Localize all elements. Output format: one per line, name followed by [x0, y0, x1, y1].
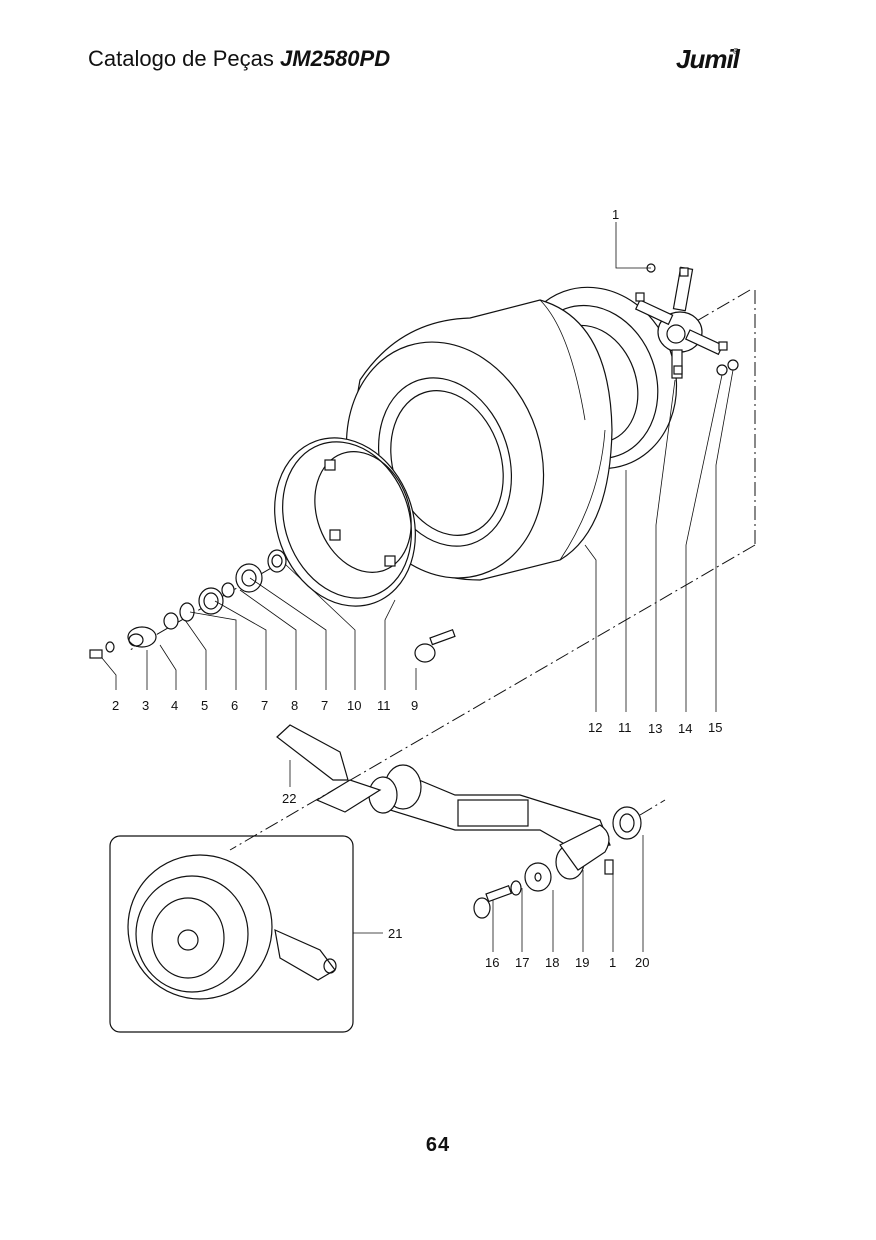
bolt-9 [414, 629, 456, 663]
catalog-label: Catalogo de Peças [88, 46, 274, 71]
catalog-title: Catalogo de Peças JM2580PD [88, 46, 390, 72]
callout-6: 6 [231, 698, 238, 713]
leader-lines [101, 222, 734, 952]
callout-10: 10 [347, 698, 361, 713]
hub-spider [634, 263, 739, 379]
callout-22: 22 [282, 791, 296, 806]
bolt-washers [473, 862, 552, 919]
callout-20: 20 [635, 955, 649, 970]
callout-21: 21 [388, 926, 402, 941]
callout-16: 16 [485, 955, 499, 970]
callout-3: 3 [142, 698, 149, 713]
grease-tube [276, 724, 382, 813]
callout-14: 14 [678, 721, 692, 736]
front-rim [274, 437, 416, 607]
callout-13: 13 [648, 721, 662, 736]
callout-5: 5 [201, 698, 208, 713]
callout-19: 19 [575, 955, 589, 970]
callout-11-right: 11 [618, 720, 632, 735]
callout-17: 17 [515, 955, 529, 970]
callout-15: 15 [708, 720, 722, 735]
page-number: 64 [425, 1134, 451, 1156]
callout-2: 2 [112, 698, 119, 713]
callout-labels: 1 2 3 4 5 6 7 8 7 10 11 9 12 11 13 14 15… [112, 207, 722, 970]
callout-9: 9 [411, 698, 418, 713]
callout-1-bottom: 1 [609, 955, 616, 970]
brand-logo: Jumil® [676, 44, 744, 75]
callout-7a: 7 [261, 698, 268, 713]
brand-reg-mark: ® [732, 47, 739, 56]
callout-1-top: 1 [612, 207, 619, 222]
brand-logo-text: Jumil [676, 44, 740, 74]
washer-20 [612, 806, 642, 840]
callout-4: 4 [171, 698, 178, 713]
arm-assembly [368, 764, 614, 880]
catalog-model: JM2580PD [280, 46, 391, 71]
callout-12: 12 [588, 720, 602, 735]
inset-assembled-view [109, 835, 354, 1033]
callout-11-left: 11 [377, 698, 391, 713]
callout-7b: 7 [321, 698, 328, 713]
callout-8: 8 [291, 698, 298, 713]
small-parts [89, 549, 287, 659]
callout-18: 18 [545, 955, 559, 970]
